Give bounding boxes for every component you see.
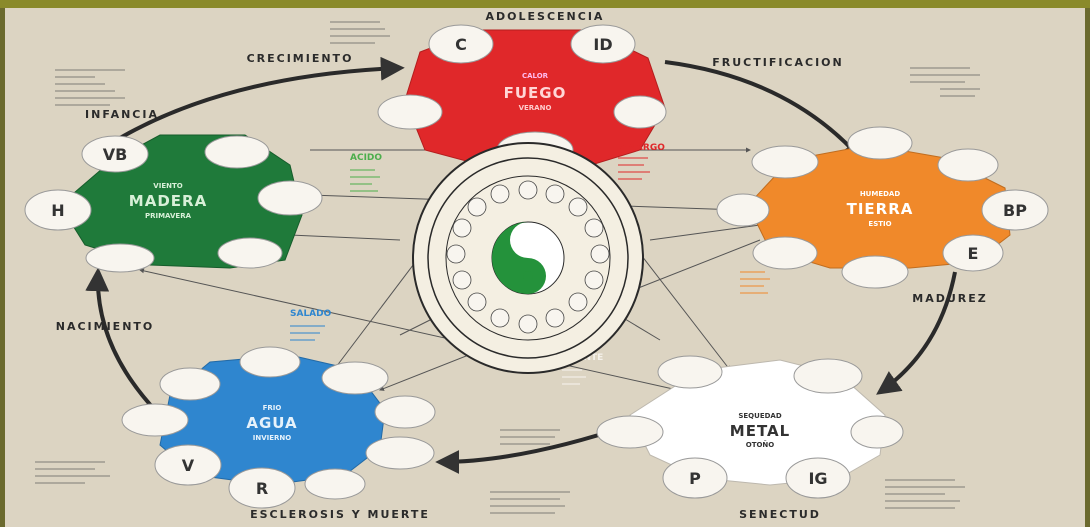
label-senectud: SENECTUD [739,508,821,521]
fire-flavor: AMARGO [620,143,665,153]
wood-node-top [204,135,270,169]
earth-name: TIERRA [847,200,914,218]
earth-node-lowerleft [752,236,818,270]
water-node-lowerright [365,436,435,470]
yin-yang-icon [491,221,565,295]
wood-node-h-label: H [51,201,64,220]
wood-name: MADERA [129,192,207,210]
fire-node-c-label: C [455,35,467,54]
fire-node-id [570,24,636,64]
wood-line1: VIENTO [153,182,182,190]
label-madurez: MADUREZ [912,292,987,305]
element-earth: HUMEDAD TIERRA ESTIO BP E [716,126,1049,289]
label-infancia: INFANCIA [85,108,159,121]
water-node-v-label: V [182,456,195,475]
cycle-arc-earth-metal [876,271,957,395]
earth-node-bp-label: BP [1003,201,1027,220]
water-node-topright [321,361,389,395]
wood-node-vb-label: VB [103,145,128,164]
earth-node-bottom [841,255,909,289]
fire-node-c [428,24,494,64]
cycle-arc-water-wood [85,267,157,412]
wood-node-h [24,189,92,231]
metal-node-ig-label: IG [808,469,827,488]
metal-node-left [596,415,664,449]
label-esclerosis: ESCLEROSIS Y MUERTE [250,508,430,521]
water-node-right [374,395,436,429]
label-nacimiento: NACIMIENTO [56,320,155,333]
water-node-left [121,403,189,437]
water-node-r-label: R [256,479,268,498]
earth-node-bp [981,189,1049,231]
earth-line1: HUMEDAD [860,190,901,198]
water-name: AGUA [246,414,297,432]
earth-node-top [847,126,913,160]
wood-line3: PRIMAVERA [145,212,192,220]
fire-node-id-label: ID [593,35,612,54]
metal-line3: OTOÑO [746,440,775,449]
wood-node-right [257,180,323,216]
element-metal: SEQUEDAD METAL OTOÑO P IG PICANTE [560,353,904,499]
metal-node-ig [785,457,851,499]
wood-flavor: ACIDO [350,153,382,163]
water-line1: FRIO [263,404,282,412]
water-line3: INVIERNO [253,434,292,442]
fire-node-right [613,95,667,129]
water-flavor: SALADO [290,309,332,319]
element-wood: VIENTO MADERA PRIMAVERA VB H ACIDO [24,134,382,273]
flavor-detail-lines [290,157,770,385]
earth-node-topright [937,148,999,182]
fire-line1: CALOR [522,72,549,80]
wood-node-vb [81,135,149,173]
wood-node-lower [217,237,283,269]
label-crecimiento: CRECIMIENTO [247,52,354,65]
wheel-small-circles [446,180,610,334]
earth-node-left [716,193,770,227]
water-node-top [239,346,301,378]
wood-node-bottom [85,243,155,273]
top-bar [0,0,1090,8]
metal-node-topright [793,358,863,394]
earth-node-topleft [751,145,819,179]
cycle-arc-wood-fire [119,56,405,140]
fire-line3: VERANO [519,104,552,112]
earth-node-e [942,234,1004,272]
water-node-topleft [159,367,221,401]
label-adolescencia: ADOLESCENCIA [486,10,605,23]
metal-line1: SEQUEDAD [738,412,781,420]
metal-node-topleft [657,355,723,389]
fine-print-blocks [35,21,980,514]
fire-node-left [377,94,443,130]
water-node-v [154,444,222,486]
water-node-r [228,467,296,509]
metal-node-p [662,457,728,499]
stage-labels: ADOLESCENCIA CRECIMIENTO FRUCTIFICACION … [56,10,987,521]
earth-node-e-label: E [968,244,979,263]
metal-node-right [850,415,904,449]
fire-name: FUEGO [504,84,567,102]
element-water: FRIO AGUA INVIERNO V R SALADO [121,309,436,509]
water-node-bottomright [304,468,366,500]
center-wheel [412,142,644,374]
label-fructificacion: FRUCTIFICACION [712,56,844,69]
metal-node-p-label: P [689,469,701,488]
cycle-arc-fire-earth [664,60,866,164]
earth-line3: ESTIO [868,220,891,228]
metal-name: METAL [730,422,790,440]
